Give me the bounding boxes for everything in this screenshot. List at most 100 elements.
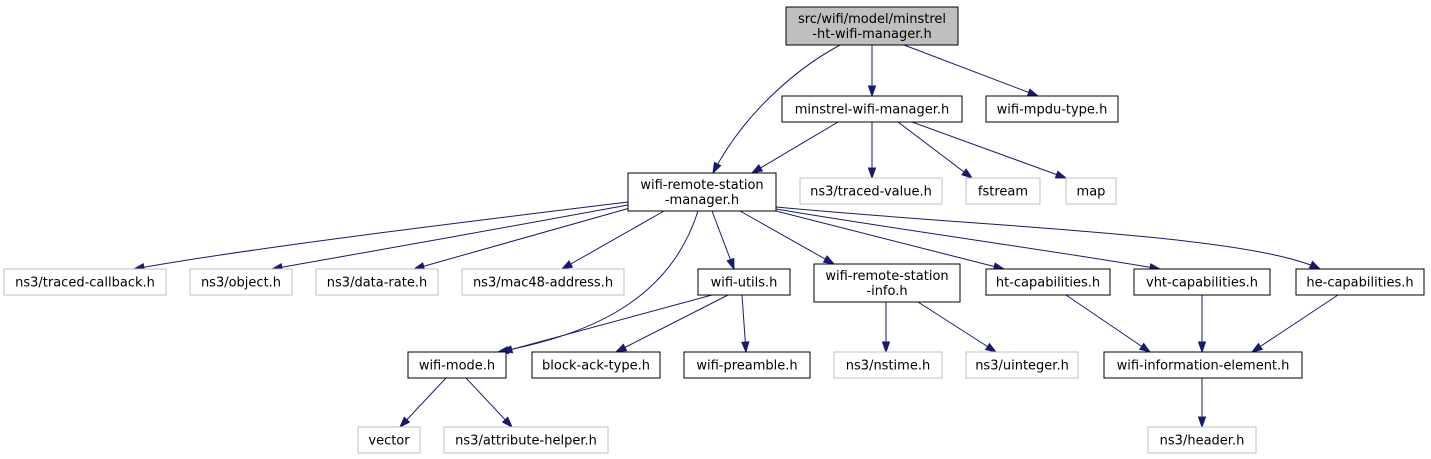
- node-label: ns3/data-rate.h: [327, 276, 427, 291]
- node-box: [189, 268, 293, 296]
- edge-utils-to-preamble: [741, 294, 750, 354]
- edges-layer: [132, 44, 1339, 429]
- node-label: wifi-mode.h: [419, 359, 495, 374]
- edge-root-to-minstrel: [867, 45, 877, 98]
- edge-line: [501, 294, 713, 353]
- node-label: vector: [368, 434, 410, 449]
- node-map: map: [1065, 177, 1117, 205]
- node-fstream: fstream: [965, 177, 1041, 205]
- edge-line: [775, 206, 1321, 270]
- edge-rsm-to-mac48: [560, 210, 665, 270]
- node-mode[interactable]: wifi-mode.h: [407, 351, 507, 379]
- arrowhead-icon: [867, 167, 877, 180]
- node-box: [531, 351, 661, 379]
- arrowhead-icon: [712, 161, 722, 175]
- node-box: [407, 351, 507, 379]
- node-uinteger: ns3/uinteger.h: [965, 351, 1079, 379]
- node-mac48: ns3/mac48-address.h: [461, 268, 625, 296]
- edge-mode-to-attrhelper: [465, 377, 514, 429]
- edge-minstrel-to-fstream: [897, 121, 974, 179]
- edge-rsm-to-utils: [711, 210, 735, 271]
- arrowhead-icon: [1250, 342, 1264, 353]
- node-object: ns3/object.h: [189, 268, 293, 296]
- arrowhead-icon: [867, 85, 877, 98]
- node-label: wifi-information-element.h: [1117, 359, 1290, 374]
- node-blockack[interactable]: block-ack-type.h: [531, 351, 661, 379]
- node-label: -ht-wifi-manager.h: [812, 27, 931, 42]
- node-vhtcap[interactable]: vht-capabilities.h: [1133, 268, 1271, 296]
- edge-line: [133, 201, 629, 270]
- edge-line: [271, 204, 629, 270]
- edge-line: [413, 207, 631, 270]
- edge-line: [903, 44, 1039, 97]
- node-rsi[interactable]: wifi-remote-station-info.h: [813, 263, 961, 303]
- edge-root-to-mpdu: [903, 44, 1040, 97]
- node-box: [785, 6, 959, 46]
- node-hecap[interactable]: he-capabilities.h: [1295, 268, 1425, 296]
- edge-rsm-to-hecap: [775, 206, 1322, 270]
- node-box: [965, 177, 1041, 205]
- edge-htcap-to-infoelem: [1065, 294, 1152, 353]
- edge-line: [1065, 294, 1151, 353]
- node-label: -manager.h: [665, 193, 739, 208]
- edge-root-to-rsm: [712, 44, 841, 175]
- node-label: vht-capabilities.h: [1146, 276, 1258, 291]
- node-label: wifi-utils.h: [711, 276, 778, 291]
- node-box: [1103, 351, 1303, 379]
- arrowhead-icon: [984, 342, 998, 353]
- edge-line: [739, 210, 835, 265]
- node-box: [443, 426, 609, 454]
- node-preamble[interactable]: wifi-preamble.h: [683, 351, 811, 379]
- arrowhead-icon: [822, 255, 836, 265]
- node-label: ns3/attribute-helper.h: [455, 434, 597, 449]
- edge-rsm-to-vhtcap: [775, 208, 1162, 272]
- node-mpdu[interactable]: wifi-mpdu-type.h: [985, 95, 1119, 123]
- node-vector: vector: [357, 426, 421, 454]
- node-box: [833, 351, 943, 379]
- node-label: ns3/uinteger.h: [975, 359, 1069, 374]
- node-box: [697, 268, 791, 296]
- arrowhead-icon: [1138, 342, 1152, 353]
- arrowhead-icon: [501, 416, 514, 429]
- node-infoelem[interactable]: wifi-information-element.h: [1103, 351, 1303, 379]
- node-tracedvalue: ns3/traced-value.h: [799, 177, 943, 205]
- edge-line: [561, 210, 665, 270]
- node-box: [357, 426, 421, 454]
- node-utils[interactable]: wifi-utils.h: [697, 268, 791, 296]
- node-label: ns3/nstime.h: [846, 359, 930, 374]
- node-label: ns3/header.h: [1160, 434, 1245, 449]
- node-root[interactable]: src/wifi/model/minstrel-ht-wifi-manager.…: [785, 6, 959, 46]
- node-box: [799, 177, 943, 205]
- node-box: [3, 268, 167, 296]
- node-label: ns3/traced-callback.h: [15, 276, 155, 291]
- edge-rsm-to-htcap: [775, 210, 1006, 271]
- edge-line: [775, 208, 1161, 270]
- node-label: wifi-preamble.h: [696, 359, 797, 374]
- edge-rsm-to-object: [270, 204, 629, 272]
- arrowhead-icon: [961, 168, 974, 179]
- node-datarate: ns3/data-rate.h: [315, 268, 439, 296]
- node-box: [1147, 426, 1257, 454]
- node-tracedcb: ns3/traced-callback.h: [3, 268, 167, 296]
- arrowhead-icon: [1026, 88, 1040, 97]
- node-label: fstream: [978, 185, 1028, 200]
- node-box: [1133, 268, 1271, 296]
- edge-rsi-to-uinteger: [917, 301, 998, 353]
- edge-rsi-to-nstime: [881, 302, 891, 354]
- node-label: minstrel-wifi-manager.h: [795, 103, 949, 118]
- edge-line: [751, 121, 839, 174]
- arrowhead-icon: [1197, 416, 1207, 429]
- edge-minstrel-to-rsm: [750, 121, 839, 174]
- node-htcap[interactable]: ht-capabilities.h: [985, 268, 1111, 296]
- arrowhead-icon: [741, 341, 750, 354]
- nodes-layer: src/wifi/model/minstrel-ht-wifi-manager.…: [3, 6, 1425, 454]
- arrowhead-icon: [398, 416, 411, 429]
- edge-infoelem-to-header: [1197, 378, 1207, 429]
- node-label: ht-capabilities.h: [996, 276, 1100, 291]
- edge-mode-to-vector: [398, 377, 447, 429]
- node-rsm[interactable]: wifi-remote-station-manager.h: [627, 172, 777, 212]
- arrowhead-icon: [1308, 260, 1322, 270]
- edge-line: [497, 210, 699, 353]
- node-minstrel[interactable]: minstrel-wifi-manager.h: [781, 95, 963, 123]
